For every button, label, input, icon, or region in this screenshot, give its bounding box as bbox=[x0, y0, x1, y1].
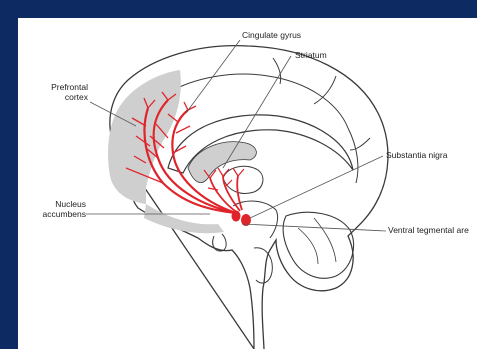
cerebellum-fold bbox=[298, 228, 318, 264]
midbrain bbox=[233, 201, 278, 238]
gyrus-line bbox=[314, 76, 336, 104]
label-substantia-nigra: Substantia nigra bbox=[386, 150, 447, 160]
label-striatum: Striatum bbox=[295, 50, 327, 60]
gyrus-line bbox=[273, 58, 281, 84]
label-cingulate-gyrus: Cingulate gyrus bbox=[242, 30, 301, 40]
cerebellum bbox=[283, 212, 353, 278]
gyrus-line bbox=[348, 128, 358, 183]
label-prefrontal-line2: cortex bbox=[32, 92, 88, 102]
diagram-panel: Cingulate gyrus Striatum Prefrontal cort… bbox=[18, 18, 477, 349]
pons bbox=[254, 248, 272, 283]
label-prefrontal-line1: Prefrontal bbox=[32, 82, 88, 92]
label-nucleus-line2: accumbens bbox=[28, 209, 86, 219]
label-ventral-tegmental: Ventral tegmental are bbox=[388, 225, 469, 235]
pituitary bbox=[213, 234, 226, 251]
label-nucleus-line1: Nucleus bbox=[28, 199, 86, 209]
ventral-tegmental-nucleus bbox=[232, 211, 241, 222]
brain-sagittal-diagram bbox=[18, 18, 477, 349]
